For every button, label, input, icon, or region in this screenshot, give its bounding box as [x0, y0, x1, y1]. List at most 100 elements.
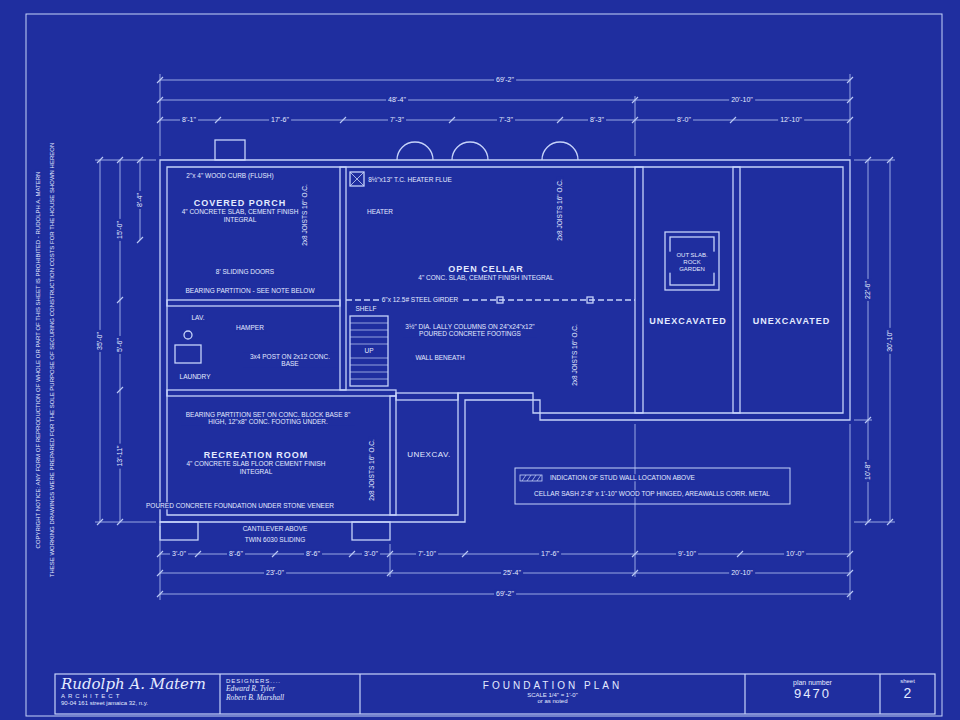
note-text: POURED CONCRETE FOUNDATION UNDER STONE V… [144, 502, 336, 509]
dimension-text: 8'-0" [675, 116, 693, 124]
dimension-text: 69'-2" [494, 590, 516, 598]
dimension-text: 3'-0" [362, 550, 380, 558]
dimension-text: 17'-6" [539, 550, 561, 558]
plan-number: 9470 [745, 687, 880, 702]
copyright-notice: COPYRIGHT NOTICE: ANY FORM OF REPRODUCTI… [35, 170, 42, 551]
dimension-text: 23'-0" [264, 569, 286, 577]
dimension-text: 8'-6" [227, 550, 245, 558]
note-text: BEARING PARTITION - SEE NOTE BELOW [183, 287, 316, 294]
note-text: OUT SLAB. ROCK GARDEN [668, 252, 716, 273]
dimension-text: 22'-6" [864, 279, 872, 301]
node-text-group: Rudolph A. MaternARCHITECT90-04 161 stre… [61, 677, 214, 707]
note-text: WALL BENEATH [413, 354, 466, 361]
slab-note: 4" CONC. SLAB, CEMENT FINISH INTEGRAL [386, 274, 586, 281]
unexcavated-area: UNEXCAV. [400, 406, 458, 514]
dimension-text: 69'-2" [494, 76, 516, 84]
node-text-group: plan number9470 [745, 679, 880, 702]
fixture-label: SHELF [354, 305, 379, 312]
sheet-title: FOUNDATION PLAN [360, 680, 745, 692]
dimension-text: 7'-3" [388, 116, 406, 124]
title-block-cell: Rudolph A. MaternARCHITECT90-04 161 stre… [55, 674, 220, 714]
designer-name: Robert B. Marshall [226, 694, 354, 703]
dimension-text: 8'-3" [588, 116, 606, 124]
title-block-cell: plan number9470 [745, 674, 880, 714]
dimension-text: 20'-10" [729, 569, 755, 577]
note-text: 3x4 POST ON 2x12 CONC. BASE [243, 353, 337, 368]
legend-text: INDICATION OF STUD WALL LOCATION ABOVE [548, 474, 697, 481]
unexcavated-area: UNEXCAVATED [643, 166, 733, 413]
sheet-number: 2 [880, 685, 935, 701]
stair-label: UP [362, 347, 375, 354]
node-text-group: UNEXCAVATED [648, 316, 728, 326]
copyright-notice: THESE WORKING DRAWINGS WERE PREPARED FOR… [49, 141, 56, 579]
note-text: 8½"x13" T.C. HEATER FLUE [366, 176, 453, 183]
dimension-text: 8'-6" [304, 550, 322, 558]
slab-note: 4" CONCRETE SLAB FLOOR CEMENT FINISH INT… [171, 460, 341, 475]
title-block-cell: FOUNDATION PLANSCALE 1/4" = 1'-0"or as n… [360, 674, 745, 714]
fixture-label: LAV. [189, 314, 206, 321]
room-name: COVERED PORCH [180, 198, 300, 208]
slab-note: 4" CONCRETE SLAB, CEMENT FINISH INTEGRAL [180, 208, 300, 223]
node-text-group: OPEN CELLAR4" CONC. SLAB, CEMENT FINISH … [386, 264, 586, 282]
legend-note: CELLAR SASH 2'-8" x 1'-10" WOOD TOP HING… [532, 490, 772, 497]
node-text-group: UNEXCAVATED [745, 316, 838, 326]
dimension-text: 35'-0" [96, 330, 104, 352]
scale-note: SCALE 1/4" = 1'-0" [360, 692, 745, 699]
dimension-text: 15'-0" [116, 219, 124, 241]
scale-note: or as noted [360, 698, 745, 705]
plan-number-label: plan number [745, 679, 880, 687]
dimension-text: 8'-1" [180, 116, 198, 124]
dimension-text: 9'-10" [676, 550, 698, 558]
dimension-text: 13'-11" [116, 443, 124, 468]
joist-note: 2x8 JOISTS 16" O.C. [368, 437, 375, 503]
dimension-text: 30'-10" [886, 328, 894, 354]
room-name: UNEXCAVATED [745, 316, 838, 326]
dimension-text: 25'-4" [501, 569, 523, 577]
architect-address: 90-04 161 street jamaica 32, n.y. [61, 700, 214, 707]
room-area: OPEN CELLAR4" CONC. SLAB, CEMENT FINISH … [346, 166, 630, 394]
node-text-group: UNEXCAV. [402, 450, 456, 459]
room-name: RECREATION ROOM [171, 450, 341, 460]
dimension-text: 10'-0" [784, 550, 806, 558]
sheet-label: sheet [880, 678, 935, 685]
title-block-cell: sheet2 [880, 674, 935, 714]
note-text: 2"x 4" WOOD CURB (FLUSH) [184, 172, 275, 179]
fixture-label: LAUNDRY [178, 373, 213, 380]
note-text: BEARING PARTITION SET ON CONC. BLOCK BAS… [181, 411, 355, 426]
dimension-text: 5'-6" [116, 336, 124, 354]
note-text: CANTILEVER ABOVE [241, 525, 310, 532]
dimension-text: 17'-6" [269, 116, 291, 124]
note-text: TWIN 6030 SLIDING [243, 536, 308, 543]
dimension-text: 3'-0" [170, 550, 188, 558]
designer-name: Edward R. Tyler [226, 685, 354, 694]
joist-note: 2x8 JOISTS 16" O.C. [571, 322, 578, 388]
dimension-text: 8'-4" [136, 191, 144, 209]
node-text-group: RECREATION ROOM4" CONCRETE SLAB FLOOR CE… [171, 450, 341, 475]
architect-signature: Rudolph A. Matern [61, 677, 214, 693]
note-text: 3½" DIA. LALLY COLUMNS ON 24"x24"x12" PO… [403, 323, 537, 338]
dimension-text: 7'-3" [497, 116, 515, 124]
joist-note: 2x8 JOISTS 16" O.C. [556, 177, 563, 243]
note-text: 8' SLIDING DOORS [214, 268, 276, 275]
unexcavated-area: UNEXCAVATED [740, 166, 843, 413]
node-text-group: COVERED PORCH4" CONCRETE SLAB, CEMENT FI… [180, 198, 300, 223]
node-text-group: sheet2 [880, 678, 935, 701]
architect-title: ARCHITECT [61, 693, 214, 700]
dimension-text: 20'-10" [729, 96, 755, 104]
fixture-label: HEATER [365, 208, 395, 215]
dimension-text: 10'-8" [864, 460, 872, 482]
room-name: UNEXCAVATED [648, 316, 728, 326]
designers-heading: DESIGNERS.... [226, 678, 354, 685]
dimension-text: 48'-4" [386, 96, 408, 104]
room-name: OPEN CELLAR [386, 264, 586, 274]
room-name: UNEXCAV. [402, 450, 456, 459]
girder-note: 6"x 12.5# STEEL GIRDER [380, 296, 461, 303]
fixture-label: HAMPER [234, 324, 266, 331]
joist-note: 2x8 JOISTS 16" O.C. [301, 182, 308, 248]
node-text-group: DESIGNERS....Edward R. TylerRobert B. Ma… [226, 678, 354, 702]
dimension-text: 7'-10" [416, 550, 438, 558]
dimension-text: 12'-10" [778, 116, 804, 124]
node-text-group: FOUNDATION PLANSCALE 1/4" = 1'-0"or as n… [360, 680, 745, 705]
